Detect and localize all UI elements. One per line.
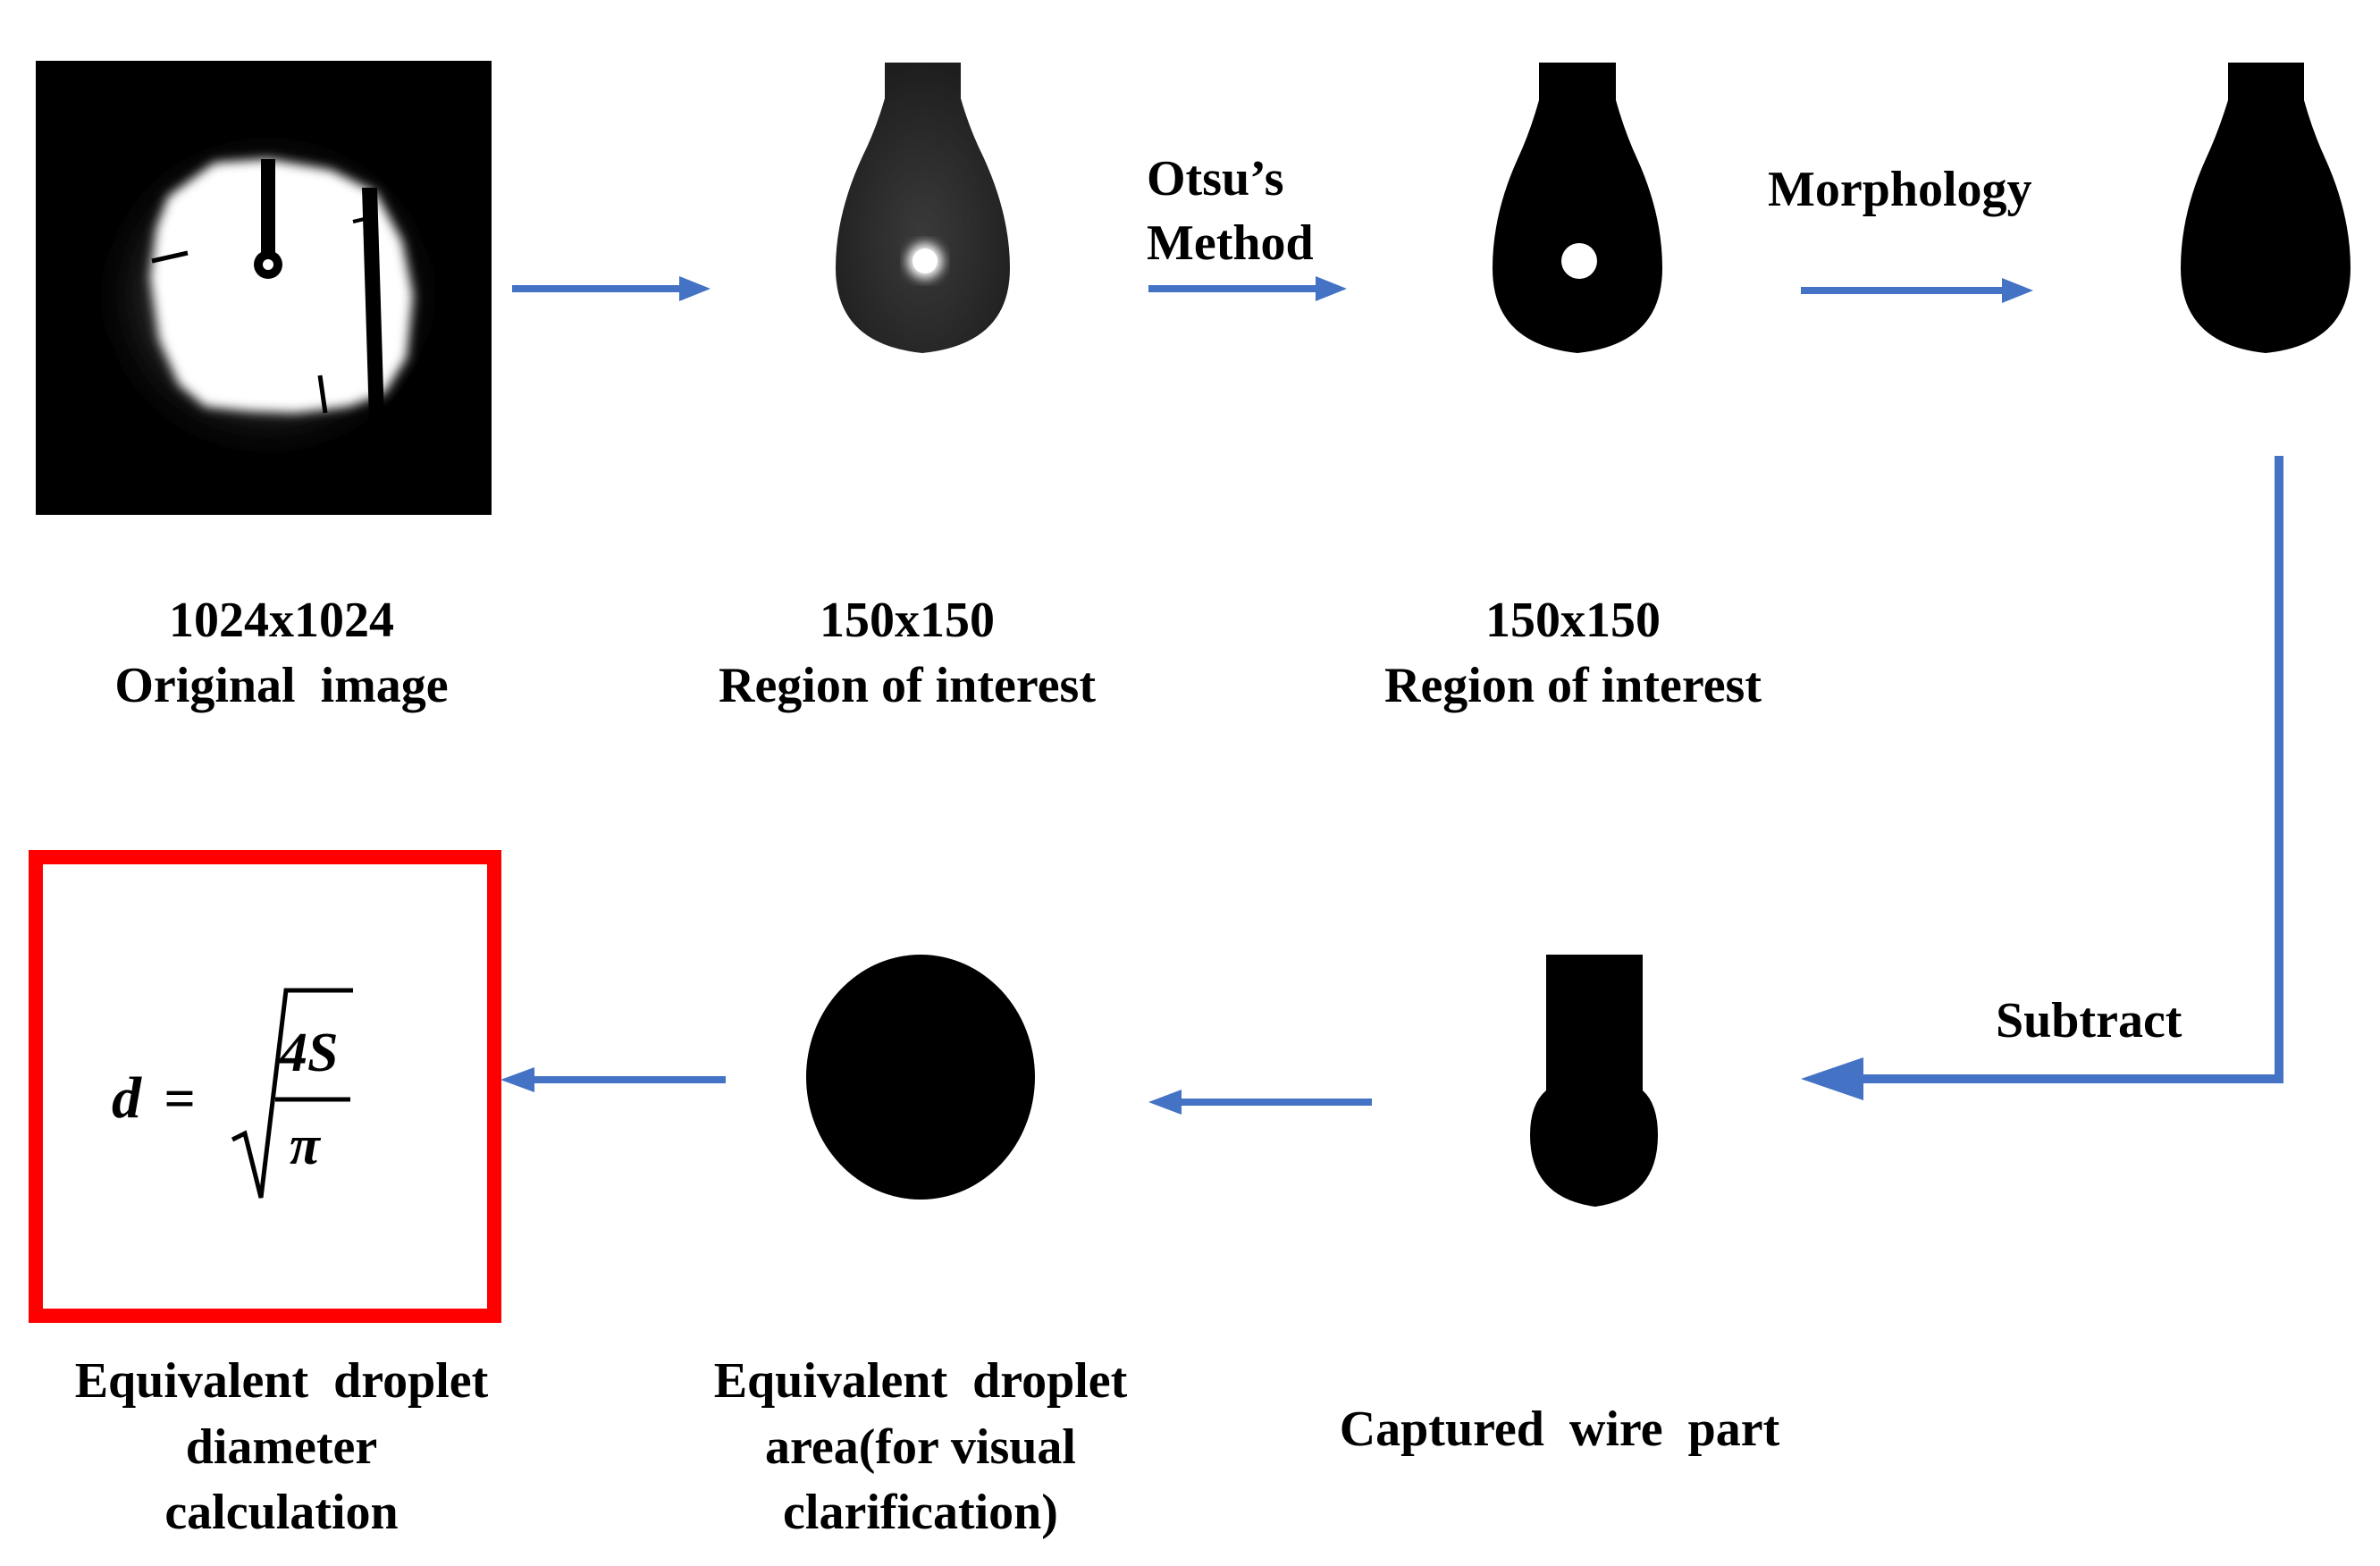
original-caption-size: 1024x1024 bbox=[169, 593, 394, 648]
formula-denominator: π bbox=[290, 1116, 322, 1176]
roi-gray-caption-size: 150x150 bbox=[820, 593, 995, 648]
otsu-label-line1: Otsu’s bbox=[1147, 151, 1284, 206]
equivalent-area-caption-line2: area(for visual bbox=[765, 1419, 1076, 1475]
equivalent-area-caption-line3: clarification) bbox=[783, 1485, 1058, 1540]
arrow-to-roi bbox=[512, 276, 711, 301]
morphology-label: Morphology bbox=[1768, 162, 2032, 217]
wire-part-image bbox=[1530, 955, 1658, 1207]
arrow-subtract bbox=[1801, 456, 2283, 1100]
roi-gray-droplet-image bbox=[836, 63, 1010, 353]
formula-highlight-box bbox=[29, 850, 501, 1323]
formula-numerator: 4S bbox=[279, 1023, 338, 1083]
morphology-droplet-image bbox=[2181, 63, 2351, 353]
arrow-to-diameter bbox=[500, 1067, 726, 1092]
arrow-to-equivalent-area bbox=[1148, 1090, 1372, 1115]
otsu-label-line2: Method bbox=[1147, 215, 1314, 271]
original-caption-label: Original image bbox=[114, 658, 448, 713]
diameter-formula: d = 4S π bbox=[112, 988, 353, 1199]
diameter-caption-line3: calculation bbox=[164, 1485, 398, 1540]
arrow-morphology bbox=[1801, 278, 2033, 303]
subtract-label: Subtract bbox=[1996, 993, 2182, 1048]
sqrt-symbol bbox=[231, 988, 353, 1199]
roi-binary-caption-label: Region of interest bbox=[1384, 658, 1762, 713]
formula-lhs: d bbox=[112, 1065, 142, 1131]
original-image bbox=[36, 61, 492, 515]
diameter-caption-line1: Equivalent droplet bbox=[75, 1353, 489, 1409]
wire-caption: Captured wire part bbox=[1340, 1402, 1780, 1457]
roi-binary-caption-size: 150x150 bbox=[1485, 593, 1661, 648]
roi-binary-droplet-image bbox=[1493, 63, 1662, 353]
diameter-caption-line2: diameter bbox=[186, 1419, 378, 1475]
arrow-otsu bbox=[1148, 276, 1347, 301]
roi-gray-caption-label: Region of interest bbox=[719, 658, 1096, 713]
formula-equals: = bbox=[164, 1069, 195, 1130]
equivalent-area-circle bbox=[806, 955, 1035, 1200]
equivalent-area-caption-line1: Equivalent droplet bbox=[714, 1353, 1128, 1409]
